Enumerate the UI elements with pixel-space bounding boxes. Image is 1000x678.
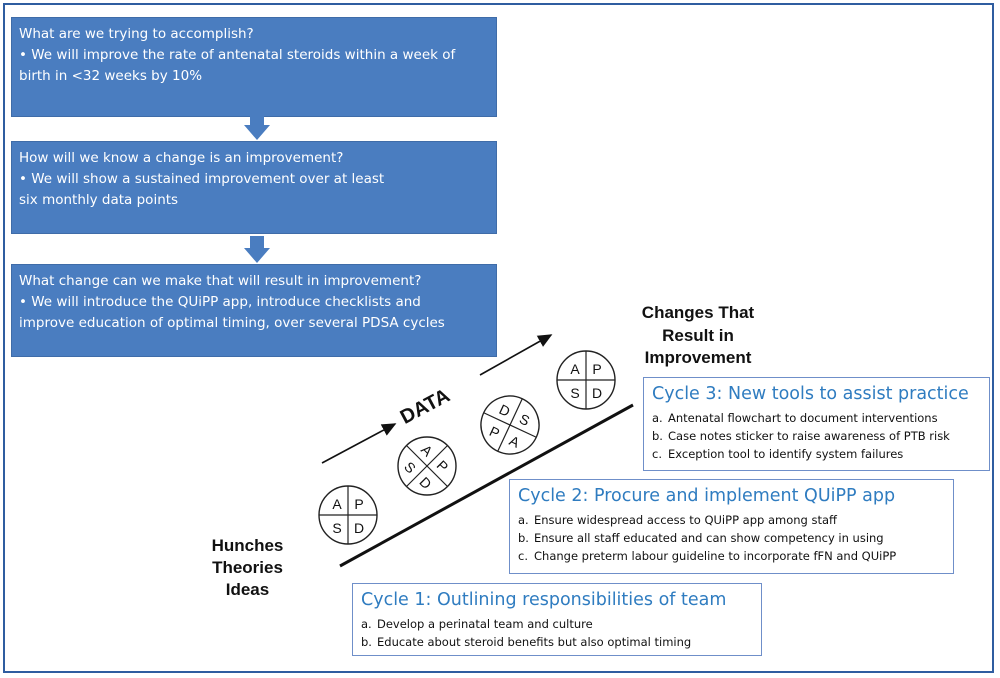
item-letter: c. (652, 447, 662, 461)
item-text: Exception tool to identify system failur… (668, 447, 904, 461)
pdsa-letter: P (592, 361, 601, 377)
item-letter: a. (652, 411, 663, 425)
change-question: What change can we make that will result… (19, 273, 422, 289)
down-arrow-icon (244, 113, 270, 140)
item-text: Antenatal flowchart to document interven… (668, 411, 938, 425)
cycle-2-box: Cycle 2: Procure and implement QUiPP app… (509, 479, 954, 574)
start-label-line: Hunches (211, 536, 284, 555)
pdsa-letter: P (354, 496, 363, 512)
pdsa-letter: A (570, 361, 580, 377)
pdsa-letter: D (592, 385, 602, 401)
end-label-line: Improvement (644, 348, 752, 367)
cycle-2-title: Cycle 2: Procure and implement QUiPP app (518, 486, 896, 506)
end-label: Changes That Result in Improvement (608, 302, 788, 370)
cycle-3-item: b. Case notes sticker to raise awareness … (652, 427, 981, 445)
pdsa-wheel-divider (406, 445, 448, 487)
aim-answer-line-2: birth in <32 weeks by 10% (19, 68, 203, 84)
item-text: Develop a perinatal team and culture (377, 617, 593, 631)
pdsa-wheel-divider (497, 398, 523, 452)
cycle-3-box: Cycle 3: New tools to assist practice a.… (643, 377, 990, 471)
item-letter: b. (518, 531, 529, 545)
item-letter: c. (518, 549, 528, 563)
item-letter: b. (361, 635, 372, 649)
item-text: Ensure all staff educated and can show c… (534, 531, 884, 545)
measure-box: How will we know a change is an improvem… (11, 141, 497, 234)
cycle-1-box: Cycle 1: Outlining responsibilities of t… (352, 583, 762, 656)
item-letter: b. (652, 429, 663, 443)
pdsa-letter: A (332, 496, 342, 512)
data-label: DATA (397, 385, 454, 429)
pdsa-letter: S (332, 520, 341, 536)
item-letter: a. (361, 617, 372, 631)
start-label-line: Ideas (225, 580, 270, 599)
cycle-3-item: c. Exception tool to identify system fail… (652, 445, 981, 463)
item-text: Change preterm labour guideline to incor… (534, 549, 897, 563)
start-label: Hunches Theories Ideas (200, 535, 295, 601)
cycle-1-title: Cycle 1: Outlining responsibilities of t… (361, 590, 727, 610)
data-arrow-right (479, 334, 553, 376)
outer-frame (3, 3, 994, 673)
measure-answer-line-2: six monthly data points (19, 192, 179, 208)
cycle-2-item: c. Change preterm labour guideline to inc… (518, 547, 945, 565)
down-arrow-icon (244, 236, 270, 263)
ramp-line (339, 403, 634, 568)
cycle-3-item: a. Antenatal flowchart to document interv… (652, 409, 981, 427)
measure-answer-line-1: • We will show a sustained improvement o… (19, 171, 385, 187)
end-label-line: Changes That (641, 303, 755, 322)
start-label-line: Theories (212, 558, 283, 577)
measure-question: How will we know a change is an improvem… (19, 150, 344, 166)
cycle-1-item: b. Educate about steroid benefits but als… (361, 633, 753, 651)
item-text: Ensure widespread access to QUiPP app am… (534, 513, 837, 527)
cycle-2-item: b. Ensure all staff educated and can show… (518, 529, 945, 547)
change-answer-line-1: • We will introduce the QUiPP app, intro… (19, 294, 421, 310)
item-letter: a. (518, 513, 529, 527)
aim-answer-line-1: • We will improve the rate of antenatal … (19, 47, 456, 63)
change-box: What change can we make that will result… (11, 264, 497, 357)
cycle-3-title: Cycle 3: New tools to assist practice (652, 384, 969, 404)
item-text: Educate about steroid benefits but also … (377, 635, 692, 649)
pdsa-letter: D (354, 520, 364, 536)
data-arrow-left (321, 423, 397, 464)
end-label-line: Result in (662, 325, 734, 345)
cycle-1-item: a. Develop a perinatal team and culture (361, 615, 753, 633)
pdsa-letter: S (570, 385, 579, 401)
aim-question: What are we trying to accomplish? (19, 26, 254, 42)
item-text: Case notes sticker to raise awareness of… (668, 429, 950, 443)
cycle-2-item: a. Ensure widespread access to QUiPP app … (518, 511, 945, 529)
change-answer-line-2: improve education of optimal timing, ove… (19, 315, 445, 331)
